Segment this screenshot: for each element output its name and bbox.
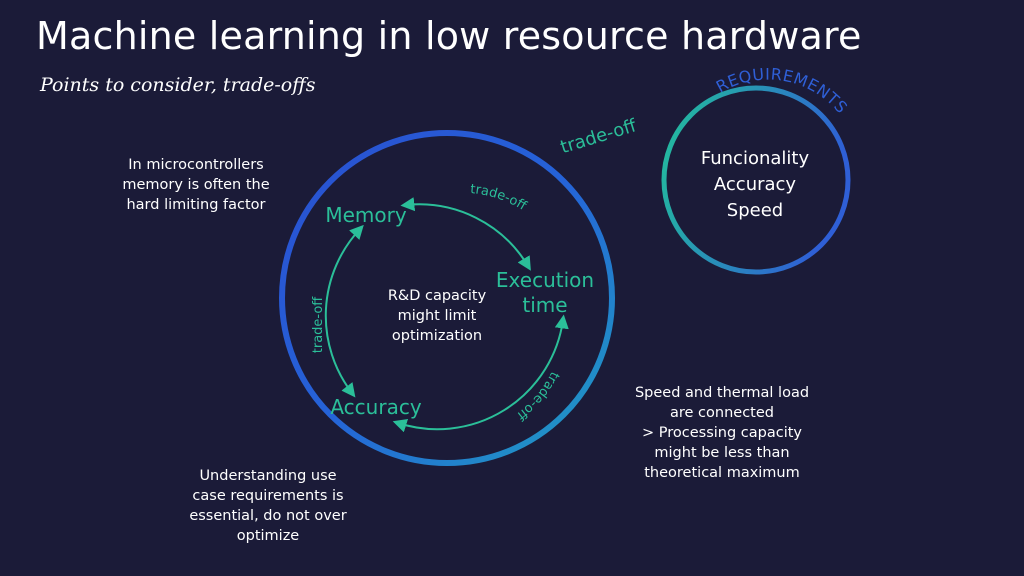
tradeoff-label-bottom: trade-off: [513, 369, 562, 423]
usecase-note: Understanding use case requirements is e…: [168, 466, 368, 546]
center-line-3: optimization: [392, 328, 482, 344]
node-memory: Memory: [325, 203, 407, 227]
memory-note-line: hard limiting factor: [126, 197, 266, 213]
requirement-item: Funcionality: [701, 148, 810, 169]
memory-note: In microcontrollers memory is often the …: [96, 155, 296, 215]
center-line-2: might limit: [398, 308, 477, 324]
slide-title: Machine learning in low resource hardwar…: [36, 14, 862, 58]
outer-ring: [279, 130, 615, 466]
requirements-ring: [661, 85, 851, 275]
speed-note: Speed and thermal load are connected > P…: [610, 383, 834, 483]
node-execution-line2: time: [522, 293, 567, 317]
center-line-1: R&D capacity: [388, 288, 487, 304]
memory-note-line: In microcontrollers: [128, 157, 264, 173]
usecase-note-line: case requirements is: [192, 488, 344, 504]
speed-note-line: might be less than: [654, 445, 790, 461]
speed-note-line: are connected: [670, 405, 774, 421]
usecase-note-line: essential, do not over: [189, 508, 347, 524]
speed-note-line: theoretical maximum: [644, 465, 800, 481]
arrow-execution-accuracy: [392, 314, 569, 433]
tradeoff-label-left: trade-off: [311, 296, 326, 354]
node-execution-line1: Execution: [496, 268, 594, 292]
tradeoff-label-top: trade-off: [470, 182, 530, 214]
arrow-memory-execution: [400, 197, 531, 271]
requirement-item: Accuracy: [714, 174, 797, 195]
requirement-item: Speed: [727, 200, 783, 221]
usecase-note-line: optimize: [236, 528, 300, 544]
tradeoff-label-requirements: trade-off: [558, 115, 640, 158]
speed-note-line: Speed and thermal load: [634, 385, 810, 401]
usecase-note-line: Understanding use: [199, 468, 337, 484]
memory-note-line: memory is often the: [122, 177, 270, 193]
slide-subtitle: Points to consider, trade-offs: [40, 74, 316, 96]
arrow-accuracy-memory: [324, 224, 364, 398]
speed-note-line: > Processing capacity: [641, 425, 802, 441]
node-accuracy: Accuracy: [330, 395, 421, 419]
